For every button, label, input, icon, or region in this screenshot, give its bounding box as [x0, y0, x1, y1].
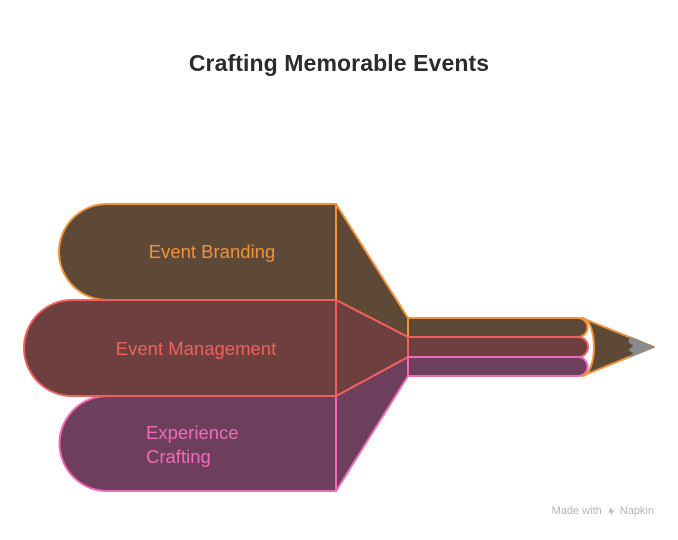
section-event-management: Event Management — [23, 299, 409, 397]
pencil-tip — [581, 317, 655, 377]
pencil-cone — [581, 317, 655, 377]
napkin-logo-icon — [606, 507, 615, 515]
shaft-strip-experience — [407, 356, 589, 377]
pencil-shaft — [407, 317, 589, 377]
shaft-strip-management — [407, 336, 589, 358]
experience-label-line-2: Crafting — [146, 446, 211, 467]
shaft-strip-branding — [407, 317, 589, 338]
diagram-title: Crafting Memorable Events — [188, 50, 490, 76]
management-capsule — [23, 299, 337, 397]
management-label: Event Management — [116, 338, 276, 359]
napkin-brand-text: Napkin — [619, 505, 654, 517]
made-with-text: Made with — [551, 505, 602, 517]
branding-label: Event Branding — [149, 241, 276, 262]
section-event-branding: Event Branding — [58, 203, 409, 338]
pencil-lead — [628, 336, 655, 358]
experience-label: Experience — [146, 422, 239, 443]
experience-capsule — [58, 395, 337, 492]
made-with-napkin-watermark: Made with Napkin — [552, 505, 654, 517]
